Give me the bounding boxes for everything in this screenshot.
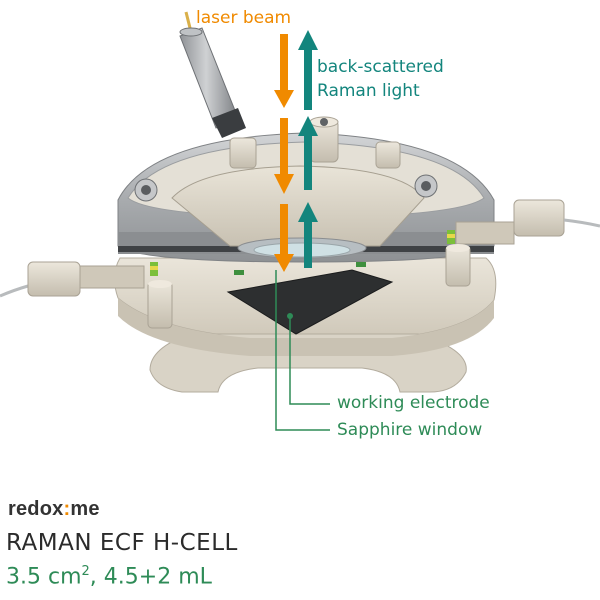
back-scattered-label: back-scattered	[317, 57, 444, 77]
left-tubing	[0, 261, 173, 329]
spec-area-exponent: 2	[81, 564, 90, 579]
sapphire-window-label: Sapphire window	[337, 420, 483, 440]
working-electrode-label: working electrode	[337, 393, 490, 413]
raman-light-arrows	[298, 30, 318, 268]
o-rings	[150, 230, 455, 276]
raman-light-label: Raman light	[317, 81, 420, 101]
laser-beam-label: laser beam	[196, 8, 292, 28]
spec-volume: , 4.5+2 mL	[89, 564, 212, 590]
callout-lines	[275, 270, 330, 431]
laser-beam-arrows	[274, 34, 294, 272]
product-name: RAMAN ECF H-CELL	[6, 530, 238, 556]
cone-cavity	[171, 165, 425, 259]
right-tubing	[445, 199, 600, 287]
brand-logo: redox:me	[8, 498, 100, 521]
brand-part2: me	[70, 498, 100, 520]
brand-part1: redox	[8, 498, 64, 520]
brand-dots: :	[63, 498, 71, 520]
plate-screws	[134, 116, 438, 202]
working-electrode	[226, 269, 394, 335]
probe-tube	[179, 11, 246, 138]
spec-area: 3.5 cm	[6, 564, 82, 590]
product-spec: 3.5 cm2, 4.5+2 mL	[6, 564, 212, 589]
